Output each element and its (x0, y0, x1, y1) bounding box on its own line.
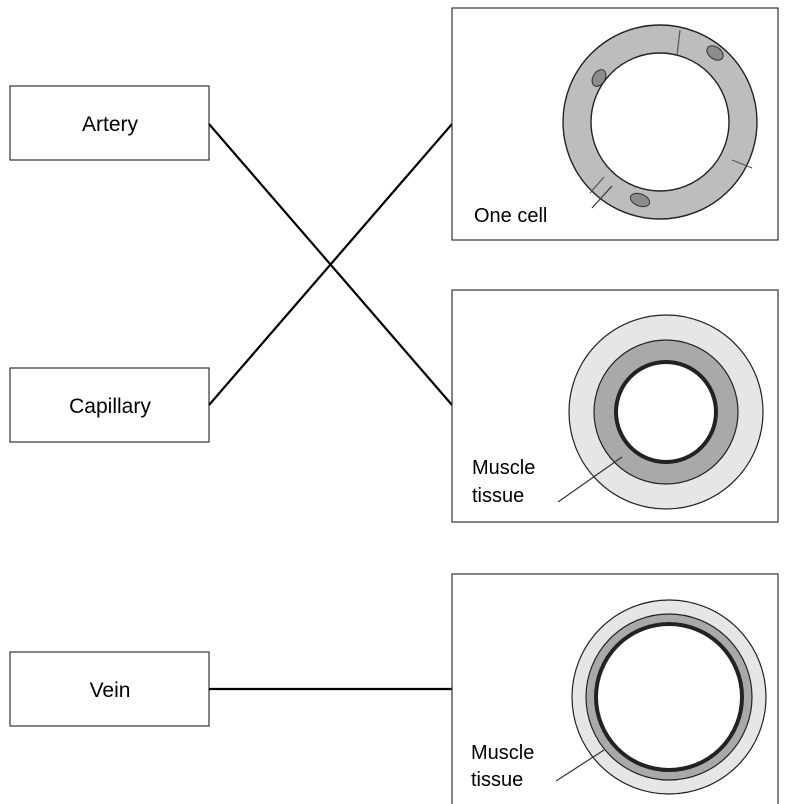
vein-cross-section: Muscle tissue (471, 599, 767, 795)
artery-cross-section: Muscle tissue (472, 314, 764, 510)
capillary-cross-section: One cell (474, 24, 758, 227)
nucleus-icon (591, 69, 607, 87)
muscle-tissue-caption-line1: Muscle (471, 742, 534, 764)
muscle-tissue-caption-line2: tissue (471, 769, 523, 791)
capillary-label: Capillary (69, 395, 151, 418)
artery-label: Artery (82, 113, 139, 136)
one-cell-caption: One cell (474, 205, 547, 227)
capillary-box[interactable]: Capillary (9, 367, 210, 443)
muscle-tissue-caption-line1: Muscle (472, 457, 535, 479)
capillary-connector-line (208, 123, 453, 406)
artery-box[interactable]: Artery (9, 85, 210, 161)
vein-label: Vein (90, 679, 131, 702)
nucleus-icon (706, 45, 724, 61)
nucleus-icon (629, 192, 651, 208)
vein-box[interactable]: Vein (9, 651, 210, 727)
muscle-tissue-caption-line2: tissue (472, 485, 524, 507)
